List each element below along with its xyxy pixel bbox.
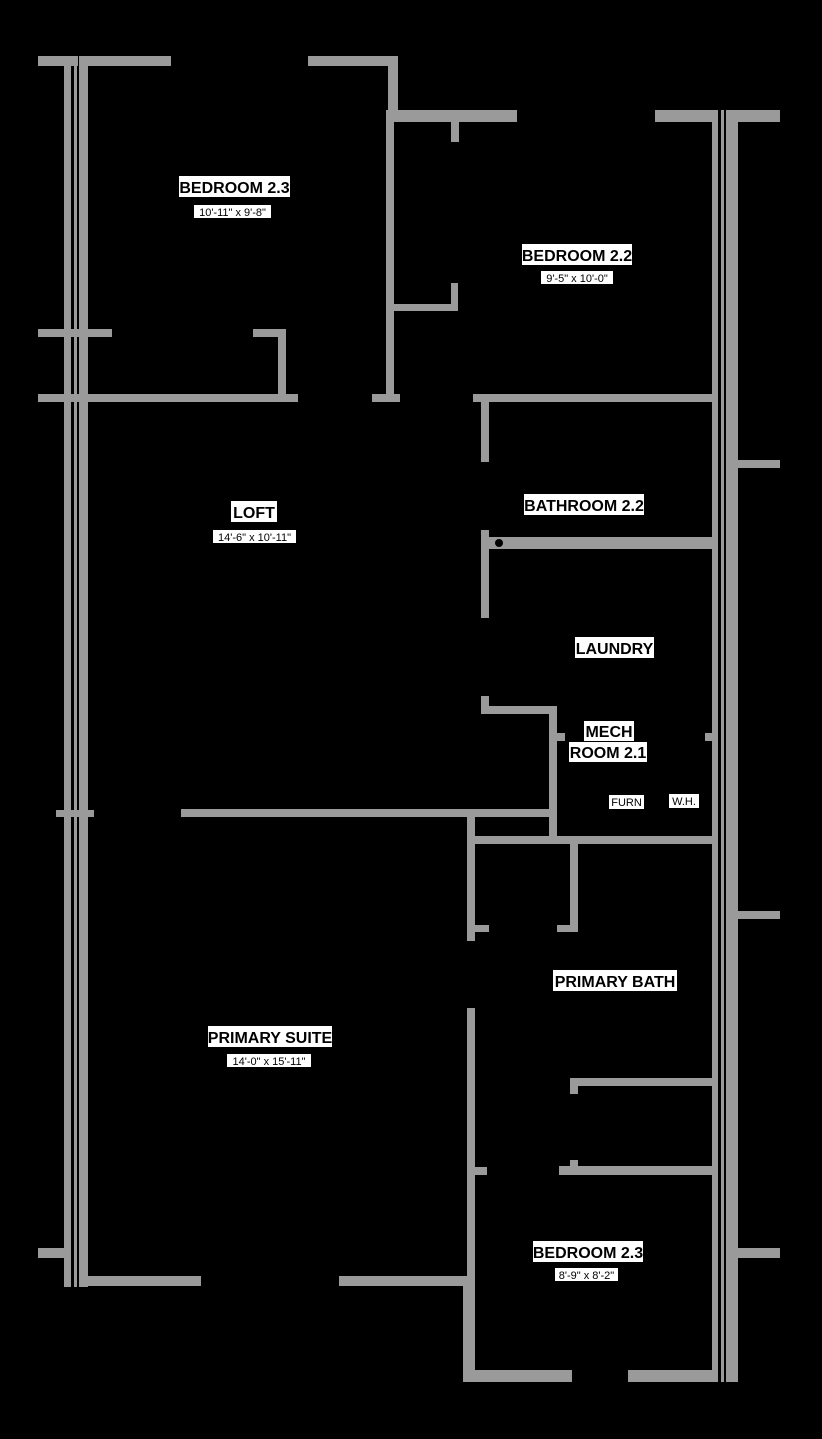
- right-exterior-wall: [655, 110, 780, 1382]
- room-name: PRIMARY BATH: [555, 974, 676, 991]
- room-name: BEDROOM 2.3: [533, 1245, 643, 1262]
- water-heater-label: W.H.: [672, 796, 696, 808]
- label-water-heater: W.H.: [669, 794, 699, 808]
- room-name: BATHROOM 2.2: [524, 498, 644, 515]
- room-size: 14'-6" x 10'-11": [218, 532, 291, 544]
- room-size: 14'-0" x 15'-11": [233, 1056, 306, 1068]
- room-label-bedroom-2-2: BEDROOM 2.2 9'-5" x 10'-0": [522, 244, 632, 285]
- lower-right-walls: [339, 1008, 716, 1382]
- room-label-bedroom-2-3-top: BEDROOM 2.3 10'-11" x 9'-8": [179, 176, 290, 219]
- room-label-primary-suite: PRIMARY SUITE 14'-0" x 15'-11": [208, 1026, 333, 1068]
- room-size: 8'-9" x 8'-2": [559, 1270, 615, 1282]
- left-exterior-wall: [38, 56, 298, 1287]
- room-size: 9'-5" x 10'-0": [546, 273, 608, 285]
- room-label-loft: LOFT 14'-6" x 10'-11": [213, 501, 296, 544]
- room-label-primary-bath: PRIMARY BATH: [553, 970, 677, 991]
- room-size: 10'-11" x 9'-8": [199, 207, 266, 219]
- room-label-bedroom-2-3-bottom: BEDROOM 2.3 8'-9" x 8'-2": [533, 1241, 643, 1282]
- room-label-laundry: LAUNDRY: [575, 637, 654, 658]
- center-walls: [181, 394, 716, 941]
- room-name: PRIMARY SUITE: [208, 1030, 333, 1047]
- room-name: BEDROOM 2.3: [179, 180, 289, 197]
- room-name: BEDROOM 2.2: [522, 248, 632, 265]
- furnace-label: FURN: [611, 797, 642, 809]
- room-name-line1: MECH: [585, 724, 632, 741]
- room-label-mech-room: MECH ROOM 2.1: [569, 721, 647, 762]
- bedroom-top-walls: [253, 56, 517, 402]
- room-name: LAUNDRY: [576, 641, 654, 658]
- room-label-bathroom-2-2: BATHROOM 2.2: [524, 494, 644, 515]
- room-name: LOFT: [233, 505, 275, 522]
- label-furnace: FURN: [609, 795, 644, 809]
- room-name-line2: ROOM 2.1: [570, 745, 647, 762]
